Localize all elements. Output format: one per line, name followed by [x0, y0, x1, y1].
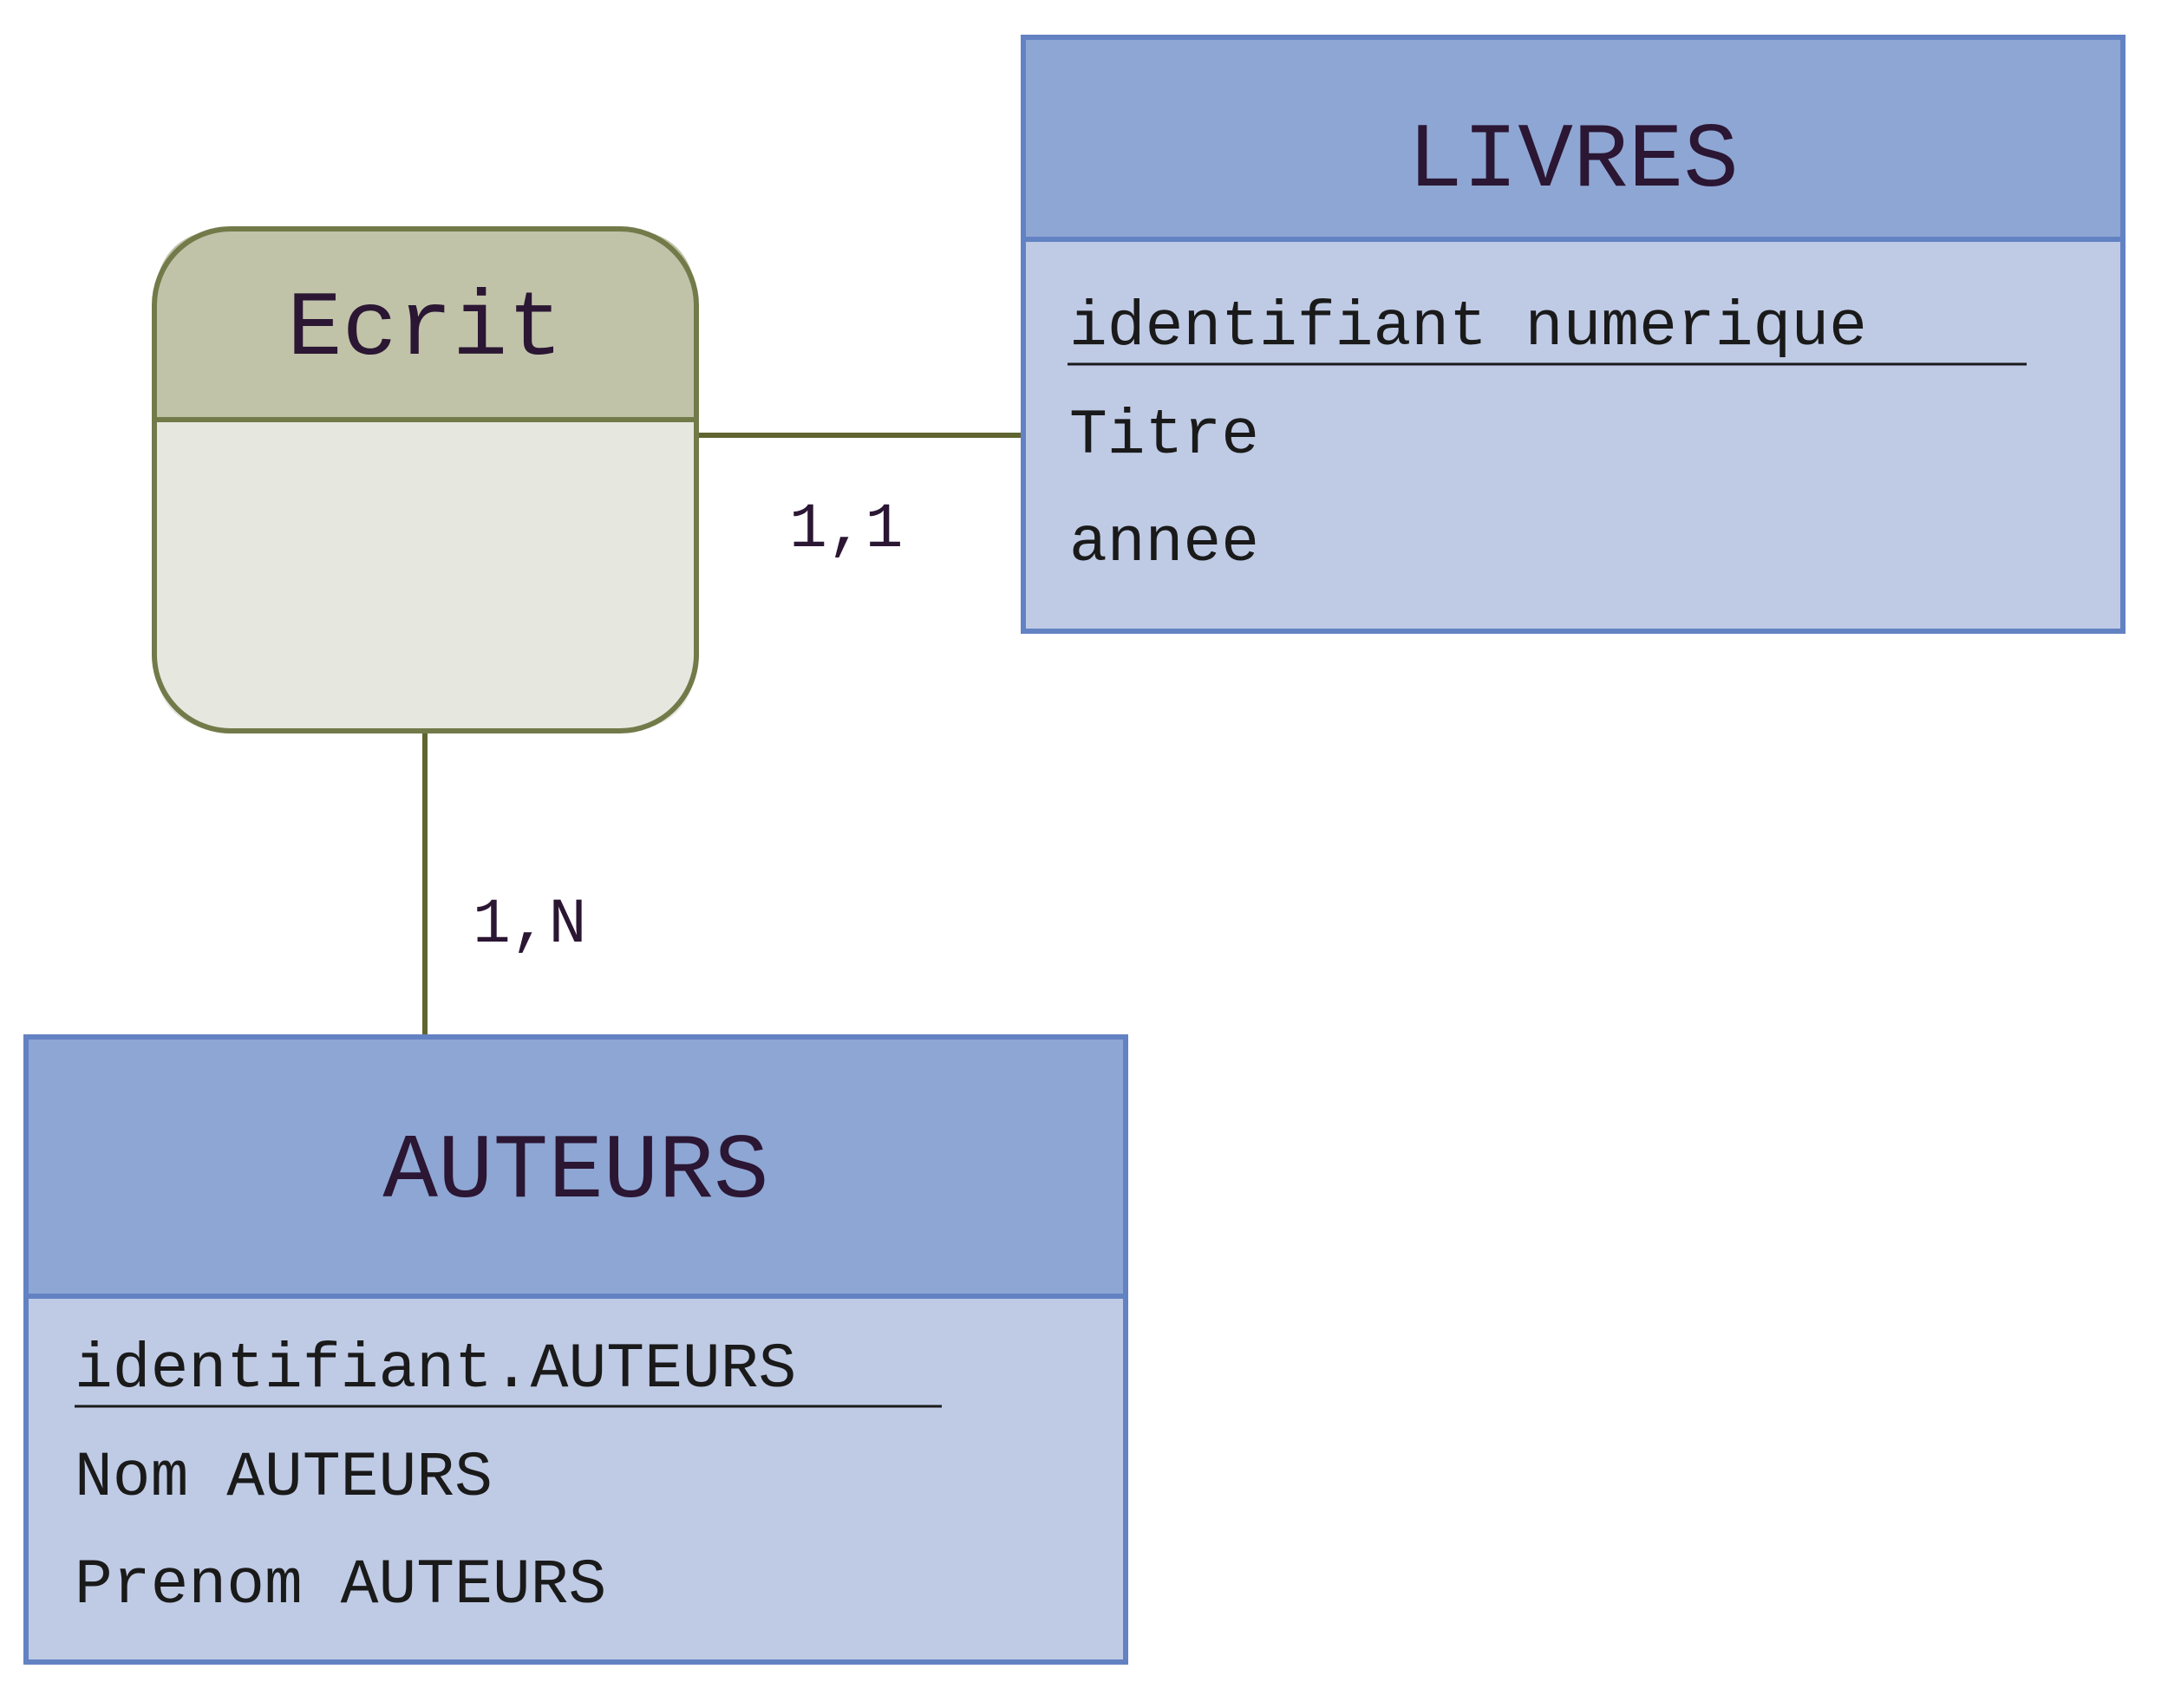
entity-auteurs-name: AUTEURS [382, 1120, 768, 1224]
cardinality-livres: 1,1 [789, 493, 903, 565]
entity-auteurs-attribute: Nom AUTEURS [75, 1442, 493, 1514]
entity-livres[interactable]: LIVRES identifiant numerique Titre annee [1021, 35, 2126, 634]
entity-auteurs[interactable]: AUTEURS identifiant.AUTEURS Nom AUTEURS … [23, 1034, 1128, 1665]
entity-auteurs-border [23, 1034, 1128, 1665]
entity-livres-border [1021, 35, 2126, 634]
entity-auteurs-key-attribute: identifiant.AUTEURS [75, 1333, 796, 1405]
association-name: Ecrit [287, 277, 563, 381]
cardinality-auteurs: 1,N [473, 889, 586, 961]
entity-auteurs-attribute: Prenom AUTEURS [75, 1549, 606, 1621]
association-border [152, 226, 699, 733]
entity-livres-key-attribute: identifiant numerique [1069, 291, 1867, 363]
association-body [154, 420, 696, 731]
entity-livres-name: LIVRES [1407, 109, 1739, 213]
entity-auteurs-body [26, 1296, 1126, 1662]
entity-livres-attribute: annee [1069, 507, 1259, 579]
association-ecrit[interactable]: Ecrit [152, 226, 699, 733]
association-header [154, 229, 696, 420]
entity-auteurs-header [26, 1037, 1126, 1296]
entity-livres-attribute: Titre [1069, 400, 1259, 472]
entity-livres-body [1023, 239, 2123, 631]
entity-livres-header [1023, 37, 2123, 239]
